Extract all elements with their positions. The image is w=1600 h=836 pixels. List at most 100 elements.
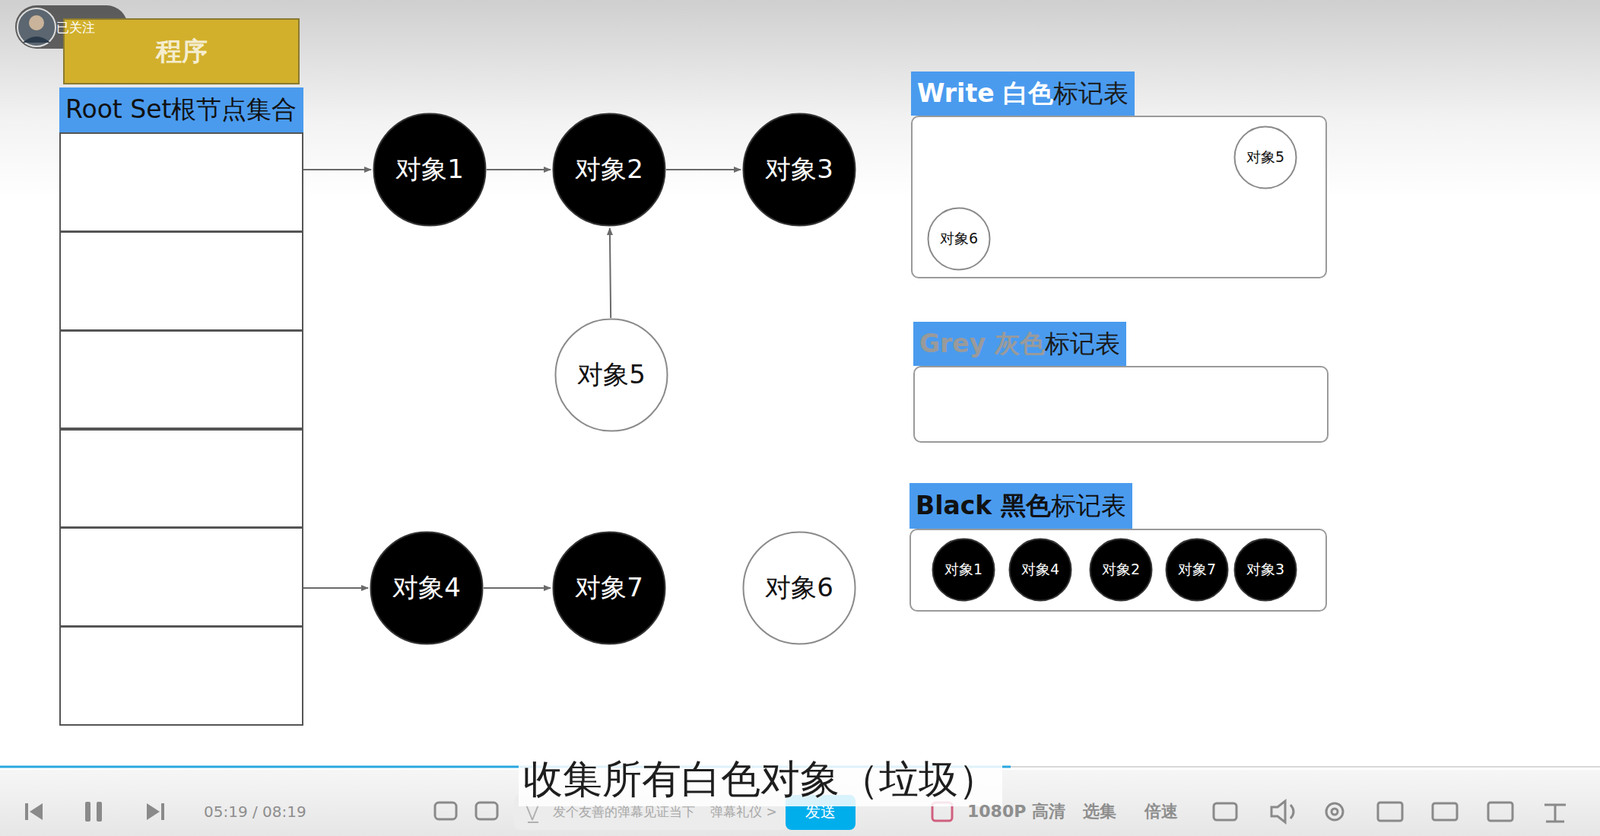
circle-shape	[1166, 539, 1229, 601]
object-name: 对象6	[765, 570, 834, 606]
object-name: 对象1	[944, 559, 983, 580]
mark-table: Grey 灰色标记表	[913, 321, 1329, 443]
table-row	[59, 132, 304, 232]
object-name: 对象3	[765, 152, 834, 188]
object-name: 对象1	[395, 152, 464, 188]
table-color-name: Grey 灰色	[919, 326, 1045, 362]
prev-icon	[25, 803, 43, 820]
black-object: 对象2	[1088, 537, 1153, 602]
table-title: 标记表	[1044, 326, 1121, 362]
table-color-name: Black 黑色	[915, 488, 1051, 524]
black-object: 对象1	[931, 537, 996, 602]
send-text: 发送	[805, 801, 836, 823]
white-object: 对象5	[1233, 125, 1298, 190]
black-object: 对象7	[1165, 537, 1229, 602]
danmaku-placeholder: 发个友善的弹幕见证当下	[552, 803, 696, 821]
circle-shape	[743, 532, 856, 645]
reference-arrow	[483, 587, 551, 589]
object-name: 对象7	[1177, 559, 1216, 580]
speed-button: 倍速	[1144, 800, 1178, 823]
box-title: 程序	[155, 34, 208, 70]
danmaku-etiquette: 弹幕礼仪 >	[710, 803, 778, 821]
object-name: 对象5	[577, 357, 646, 393]
circle-shape	[371, 532, 483, 645]
table-header: Write 白色标记表	[911, 71, 1135, 116]
black-object: 对象7	[552, 530, 667, 645]
avatar	[17, 8, 56, 47]
mark-table: Write 白色标记表对象5 对象6	[911, 71, 1327, 279]
avatar-face	[28, 15, 45, 31]
black-object: 对象3	[1233, 537, 1298, 602]
fullscreen-icon	[1544, 804, 1566, 822]
circle-shape	[1234, 539, 1297, 601]
circle-shape	[1009, 539, 1072, 601]
avatar-body	[22, 36, 51, 43]
table-header: Grey 灰色标记表	[913, 321, 1127, 366]
object-name: 对象2	[574, 152, 644, 188]
settings-icon	[1326, 803, 1343, 820]
next-icon	[146, 803, 165, 820]
table-row	[59, 231, 304, 331]
table-row	[59, 428, 304, 529]
object-name: 对象7	[574, 570, 644, 606]
volume-icon	[1271, 800, 1294, 823]
white-object: 对象6	[742, 530, 857, 645]
black-object: 对象3	[742, 112, 857, 227]
widescreen-icon	[1432, 803, 1458, 820]
object-name: 对象2	[1101, 559, 1140, 580]
mark-table: Black 黑色标记表对象1 对象4 对象2 对象7 对象3	[909, 482, 1327, 612]
reference-arrow	[609, 228, 611, 318]
circle-shape	[374, 114, 486, 226]
root-set-table: Root Set根节点集合	[59, 87, 304, 725]
danmaku-icon	[434, 802, 457, 820]
circle-shape	[933, 539, 995, 601]
webfull-icon	[1488, 802, 1513, 821]
object-name: 对象5	[1246, 147, 1285, 168]
progress-track	[1010, 765, 1600, 768]
danmaku-settings-icon	[476, 802, 498, 820]
reference-arrow	[303, 168, 372, 171]
table-header: Black 黑色标记表	[909, 482, 1133, 529]
table-frame	[913, 365, 1329, 443]
circle-shape	[928, 208, 991, 270]
circle-shape	[1234, 126, 1297, 189]
table-row	[59, 330, 304, 430]
follow-status: 已关注	[56, 19, 96, 37]
table-row	[59, 526, 304, 627]
circle-shape	[1090, 539, 1153, 601]
black-object: 对象4	[369, 530, 484, 645]
quality-button: 1080P 高清	[967, 800, 1066, 823]
pip-icon	[1377, 802, 1403, 821]
object-name: 对象3	[1246, 559, 1285, 580]
subtitle-icon	[1213, 803, 1237, 820]
program-box: 程序	[63, 18, 300, 85]
table-header: Root Set根节点集合	[59, 87, 304, 133]
table-title: 标记表	[1053, 76, 1129, 112]
table-row	[59, 625, 304, 726]
pause-icon	[96, 801, 102, 822]
object-name: 对象6	[939, 228, 978, 249]
table-title: 标记表	[1050, 488, 1127, 524]
episodes-button: 选集	[1082, 800, 1117, 823]
pause-icon	[85, 801, 91, 822]
black-object: 对象2	[552, 112, 667, 227]
reference-arrow	[303, 587, 369, 589]
player-icons	[25, 801, 165, 822]
input-icon	[526, 804, 539, 823]
circle-shape	[553, 114, 666, 226]
reference-arrow	[486, 168, 551, 171]
subtitle: 收集所有白色对象（垃圾）	[518, 752, 1003, 807]
white-object: 对象6	[926, 206, 991, 271]
white-object: 对象5	[554, 317, 669, 432]
circle-shape	[555, 319, 668, 432]
circle-shape	[743, 114, 856, 226]
black-object: 对象4	[1008, 537, 1073, 602]
table-title: Root Set根节点集合	[65, 92, 297, 127]
time-display: 05:19 / 08:19	[203, 802, 307, 821]
reference-arrow	[666, 168, 741, 171]
black-object: 对象1	[372, 112, 487, 227]
table-color-name: Write 白色	[917, 76, 1054, 112]
object-name: 对象4	[1021, 559, 1060, 580]
circle-shape	[553, 532, 666, 645]
